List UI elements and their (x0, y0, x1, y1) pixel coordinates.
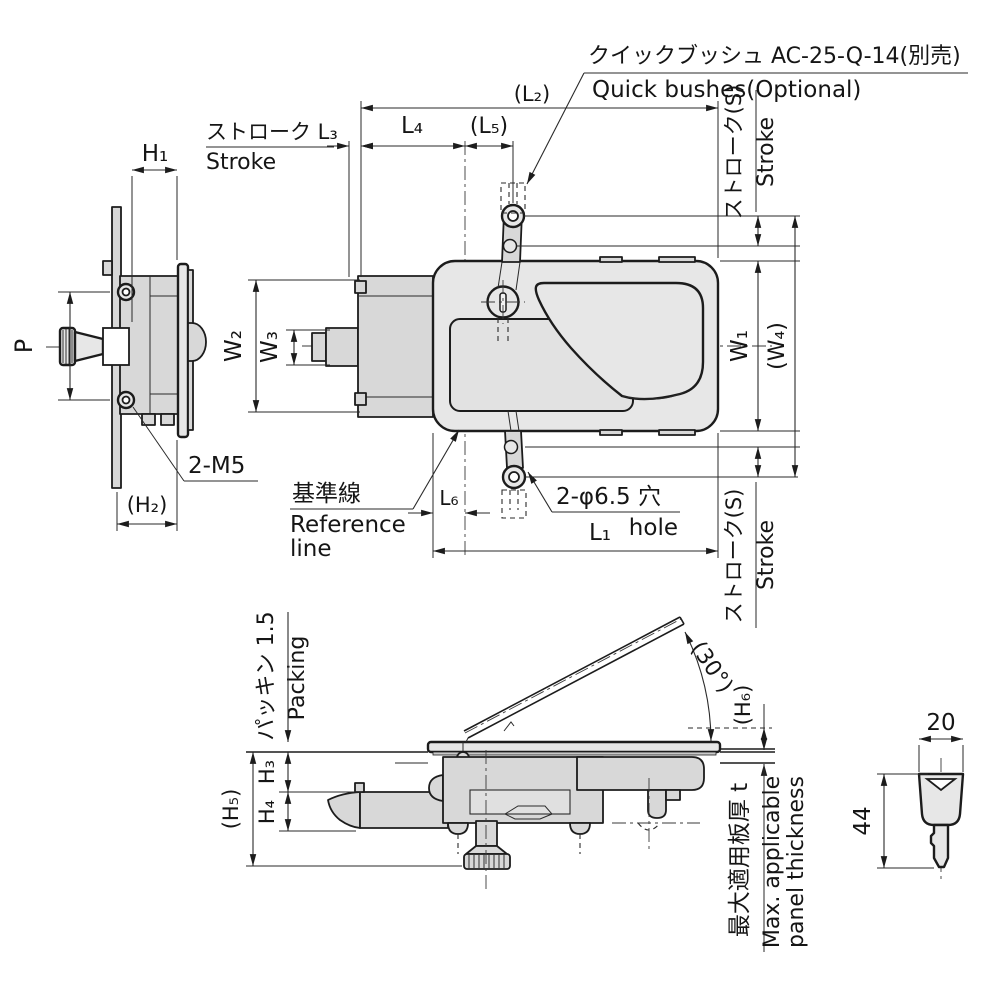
tab (102, 260, 113, 276)
hole-en: hole (629, 515, 678, 541)
open-view: (30°) (219, 611, 809, 952)
strap-hole-top (502, 238, 518, 254)
dim-label-w2: W₂ (221, 330, 247, 362)
dim-label-key-length: 44 (850, 806, 876, 835)
dim-label-l4: L₄ (401, 113, 423, 139)
knob-head-side (58, 326, 77, 367)
flush-handle-grip[interactable] (534, 281, 705, 401)
callout-packing: パッキン 1.5 Packing (254, 611, 310, 742)
knob-stem (475, 820, 498, 847)
reference-line-en2: line (290, 536, 332, 562)
cam-strap-bottom (501, 410, 527, 519)
dim-label-key-width: 20 (926, 710, 955, 736)
dim-height-group: H₃ H₄ (H₅) (219, 752, 462, 867)
stroke-s-bottom-jp: ストローク(S) (722, 489, 746, 624)
latch-mechanism (327, 750, 705, 892)
quick-bush-en: Quick bushes(Optional) (592, 77, 861, 103)
dim-label-h3: H₃ (255, 760, 279, 784)
packing-gasket (432, 751, 717, 756)
front-flange (426, 740, 722, 754)
hole-jp: 2-φ6.5 穴 (556, 484, 661, 510)
dim-label-h5: (H₅) (219, 789, 243, 830)
packing-en: Packing (285, 636, 310, 721)
panel-thickness-en2: panel thickness (784, 776, 809, 948)
dim-h1: H₁ (131, 141, 178, 322)
swing-arc (684, 631, 715, 742)
stroke-l3-jp: ストローク L₃ (206, 120, 338, 144)
key-head-hole (924, 778, 958, 792)
callout-quick-bush: クイックブッシュ AC-25-Q-14(別売) Quick bushes(Opt… (526, 44, 968, 185)
dim-label-p: P (10, 339, 38, 353)
dim-h6-t-group: (H₆) 最大適用板厚 t Max. applicable panel thic… (688, 685, 809, 952)
callout-2m5: 2-M5 (132, 406, 258, 482)
knob-knurl[interactable] (463, 853, 511, 870)
stroke-s-top-jp: ストローク(S) (722, 85, 746, 220)
dim-label-l2: (L₂) (514, 82, 551, 106)
dim-key-length: 44 (850, 773, 934, 869)
bezel-bump (187, 322, 207, 362)
latch-bolt-cap (311, 332, 327, 362)
latch-bolt (325, 327, 359, 367)
callout-reference-line: 基準線 Reference line (290, 429, 460, 562)
callout-stroke-s-top: ストローク(S) Stroke (722, 85, 779, 220)
latch-tongue-tip (327, 791, 361, 829)
cam-plates (503, 805, 553, 820)
dim-p: P (10, 291, 110, 401)
knob-neck (73, 330, 105, 363)
slider (469, 789, 571, 815)
dim-label-l6: L₆ (439, 486, 458, 510)
stroke-l3-en: Stroke (206, 150, 276, 175)
stroke-s-top-en: Stroke (754, 117, 779, 187)
front-flange-side (176, 262, 190, 439)
side-view: H₁ P 2-M5 (H₂) (10, 141, 258, 531)
mount-bracket (357, 275, 434, 418)
dim-label-angle: (30°) (685, 637, 737, 698)
stroke-s-bottom-en: Stroke (754, 520, 779, 590)
key-blade (929, 823, 950, 869)
reference-line-en1: Reference (290, 512, 406, 538)
grip-bump-mark (503, 721, 515, 732)
open-lid[interactable] (463, 616, 685, 743)
cam-strap-top (497, 182, 526, 291)
screw-spec-label: 2-M5 (188, 453, 245, 479)
dim-h2: (H₂) (116, 440, 178, 531)
dim-label-w3: W₃ (257, 331, 283, 363)
knob-boss (102, 327, 130, 366)
catch-hook (647, 789, 667, 819)
dim-label-w4: (W₄) (765, 322, 790, 370)
dim-label-w1: W₁ (727, 330, 753, 362)
packing-jp: パッキン 1.5 (254, 611, 279, 740)
dim-key-width: 20 (918, 710, 964, 772)
key-view: 20 44 (850, 710, 965, 882)
dim-label-h6: (H₆) (731, 685, 755, 726)
dim-top-group: (L₂) L₄ (L₅) ストローク L₃ Stroke (206, 82, 719, 277)
dim-right-group: W₁ (W₄) ストローク(S) Stroke ストローク(S) Stroke (517, 85, 800, 628)
panel-thickness-jp: 最大適用板厚 t (727, 783, 753, 937)
quick-bush-bottom (501, 489, 527, 519)
dim-label-l1: L₁ (589, 520, 611, 546)
callout-panel-thickness: 最大適用板厚 t Max. applicable panel thickness (727, 764, 809, 952)
callout-stroke-l3: ストローク L₃ Stroke (206, 120, 338, 175)
dim-label-h1: H₁ (142, 141, 169, 167)
dim-label-h4: H₄ (255, 800, 279, 824)
panel-thickness-en1: Max. applicable (760, 776, 785, 948)
reference-line-jp: 基準線 (292, 481, 361, 507)
dim-bottom-group: L₆ L₁ 基準線 Reference line 2-φ6.5 穴 hole (290, 429, 719, 562)
callout-stroke-s-bottom: ストローク(S) Stroke (722, 482, 779, 628)
dim-left-group: W₂ W₃ (221, 279, 360, 413)
quick-bush-jp: クイックブッシュ AC-25-Q-14(別売) (588, 44, 961, 69)
front-view: (L₂) L₄ (L₅) ストローク L₃ Stroke クイックブッシュ AC… (206, 44, 968, 628)
housing-right (576, 756, 705, 791)
callout-hole: 2-φ6.5 穴 hole (527, 471, 680, 541)
strap-hole-bottom (503, 439, 519, 455)
dim-label-h2: (H₂) (127, 493, 168, 517)
dim-label-l5: (L₅) (470, 114, 508, 139)
